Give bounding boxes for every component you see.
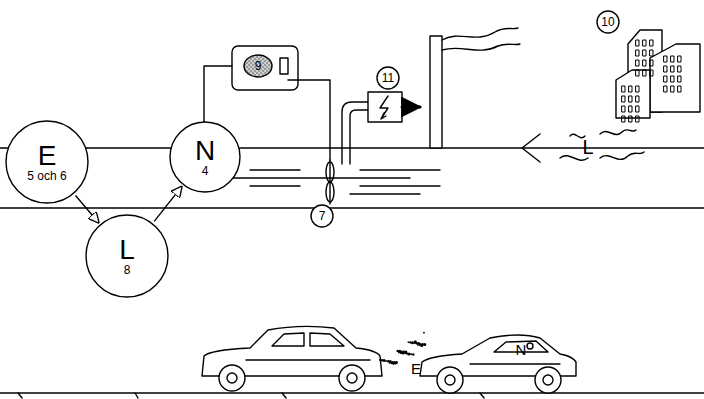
lightning-symbol: [380, 96, 388, 119]
coupe-car: [420, 335, 576, 393]
airflow-line: [250, 185, 300, 186]
chimney: [430, 36, 442, 148]
window: [622, 96, 625, 102]
window: [650, 40, 653, 46]
symbol-letter: E: [411, 361, 421, 376]
node-letter: E: [38, 141, 57, 170]
window: [629, 106, 632, 112]
noise-wave: [600, 152, 644, 159]
buildings: [616, 30, 700, 118]
window: [671, 66, 674, 72]
window: [622, 106, 625, 112]
window: [636, 86, 639, 92]
window: [636, 70, 639, 76]
node-number: 8: [124, 264, 131, 277]
window: [678, 86, 681, 92]
window: [629, 116, 632, 122]
window: [650, 70, 653, 76]
airflow-arrow: [218, 177, 410, 178]
window: [678, 76, 681, 82]
window: [636, 106, 639, 112]
control-unit: [232, 46, 298, 90]
window: [671, 86, 674, 92]
window: [643, 50, 646, 56]
window: [636, 60, 639, 66]
window: [664, 56, 667, 62]
outflow-arrow: [402, 106, 420, 109]
window: [636, 96, 639, 102]
callout-circle: [311, 205, 333, 227]
relation-arrow: [154, 187, 181, 222]
sedan-car: [202, 326, 382, 391]
window: [629, 86, 632, 92]
window: [622, 86, 625, 92]
noise-wave: [600, 130, 636, 135]
callout-number: 11: [382, 72, 394, 84]
fan-wire: [288, 80, 330, 160]
node-letter: N: [195, 136, 215, 165]
window: [664, 66, 667, 72]
callout-circle: [377, 67, 399, 89]
duct: [350, 110, 368, 164]
topic-circle: N4: [169, 121, 241, 193]
window: [664, 86, 667, 92]
callout-circle: [597, 11, 619, 33]
window: [643, 40, 646, 46]
smoke-line: [442, 28, 518, 40]
window: [671, 76, 674, 82]
relation-arrow: [76, 196, 99, 223]
window: [643, 70, 646, 76]
airflow-line: [250, 169, 300, 170]
sensor-plug: [280, 58, 288, 74]
surface-line: [0, 147, 704, 148]
node-number: 4: [202, 165, 209, 178]
topic-circle: L8: [85, 214, 169, 298]
fan-symbol: [326, 160, 334, 204]
airflow-line: [360, 185, 440, 186]
window: [636, 116, 639, 122]
window: [622, 116, 625, 122]
callout-number: 10: [601, 16, 614, 28]
symbol-letter: N: [516, 342, 527, 357]
ground-line: [0, 392, 704, 393]
window: [650, 50, 653, 56]
window: [678, 66, 681, 72]
window: [636, 50, 639, 56]
callout-number: 7: [319, 210, 326, 222]
window: [678, 56, 681, 62]
callout-number: 9: [255, 60, 262, 72]
ground-ticks: [18, 393, 484, 398]
window: [650, 60, 653, 66]
node-letter: L: [119, 235, 135, 264]
topic-circle: E5 och 6: [5, 120, 89, 204]
window: [664, 76, 667, 82]
symbol-letter: L: [582, 137, 593, 157]
duct: [342, 102, 368, 164]
noise-chevron: [522, 134, 540, 162]
window: [629, 96, 632, 102]
window: [643, 60, 646, 66]
cleaning-unit: [368, 92, 402, 122]
window: [671, 56, 674, 62]
airflow-line: [360, 169, 440, 170]
window: [636, 40, 639, 46]
smoke-line: [442, 44, 520, 50]
tunnel-floor-line: [0, 207, 704, 208]
node-number: 5 och 6: [27, 170, 66, 183]
airflow-line: [350, 193, 420, 194]
shaded-dial: [244, 55, 272, 77]
